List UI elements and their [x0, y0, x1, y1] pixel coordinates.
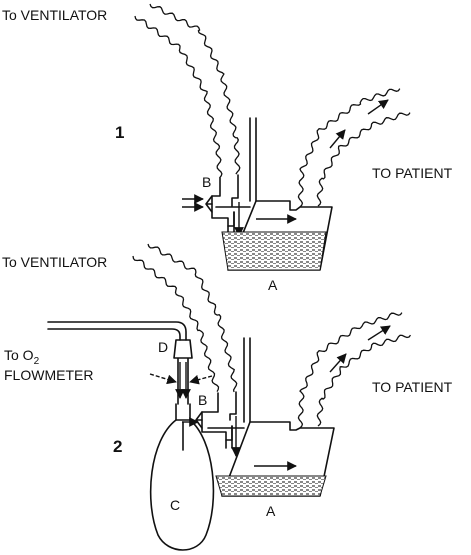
ventilator-hose-inner-2: [132, 255, 220, 392]
water-2: [215, 475, 327, 497]
valve-b-label-1: B: [202, 174, 211, 190]
to-patient-label-1: TO PATIENT: [372, 165, 453, 181]
patient-hose-outer-2: [297, 312, 403, 429]
valve-b-flap-2: [195, 411, 203, 429]
reservoir-a-label-1: A: [268, 277, 278, 293]
o2-tube: [47, 321, 187, 341]
patient-arrow-2b: [367, 325, 391, 341]
bag-neck: [175, 403, 191, 421]
patient-hose-inner-2: [316, 334, 412, 427]
bag-c-label: C: [170, 497, 180, 513]
valve-b-flap-1: [205, 195, 213, 213]
patient-arrow-1b: [367, 99, 389, 115]
to-o2-prefix: To O: [4, 347, 34, 363]
valve-b-housing-1: [211, 174, 239, 227]
patient-arrow-1a: [329, 129, 346, 149]
down-tube-1: [227, 211, 235, 233]
side-port-arrow-left: [149, 373, 177, 385]
reservoir-a-label-2: A: [266, 503, 276, 519]
to-o2-label: To O2: [4, 347, 40, 367]
fitting-d: [173, 339, 193, 405]
to-ventilator-label-2: To VENTILATOR: [2, 254, 107, 270]
ventilator-hose-outer-2: [147, 243, 238, 393]
flowmeter-label: FLOWMETER: [4, 367, 93, 383]
reservoir-bag-c: [149, 419, 215, 551]
valve-b-housing-2: [201, 391, 237, 441]
panel-number-2: 2: [113, 437, 122, 456]
o2-subscript: 2: [34, 356, 40, 367]
center-tube-1: [249, 117, 257, 202]
patient-arrow-2a: [329, 353, 347, 373]
down-tube-2: [225, 425, 233, 449]
patient-hose-inner-1: [316, 112, 411, 207]
panel-2: To VENTILATOR To O2 FLOWMETER D B 2 C TO…: [2, 243, 453, 551]
water-1: [221, 231, 327, 271]
panel-1: To VENTILATOR 1 B TO PATIENT A: [2, 3, 453, 293]
ventilator-hose-inner-1: [134, 15, 223, 179]
ventilator-hose-outer-1: [149, 3, 241, 175]
center-tube-2: [243, 337, 251, 423]
patient-hose-outer-1: [297, 88, 401, 208]
panel-number-1: 1: [115, 123, 124, 142]
valve-b-label-2: B: [198, 392, 207, 408]
to-ventilator-label-1: To VENTILATOR: [2, 7, 107, 23]
side-port-arrow-right: [189, 374, 213, 385]
fitting-d-label: D: [158, 339, 168, 355]
to-patient-label-2: TO PATIENT: [372, 379, 453, 395]
